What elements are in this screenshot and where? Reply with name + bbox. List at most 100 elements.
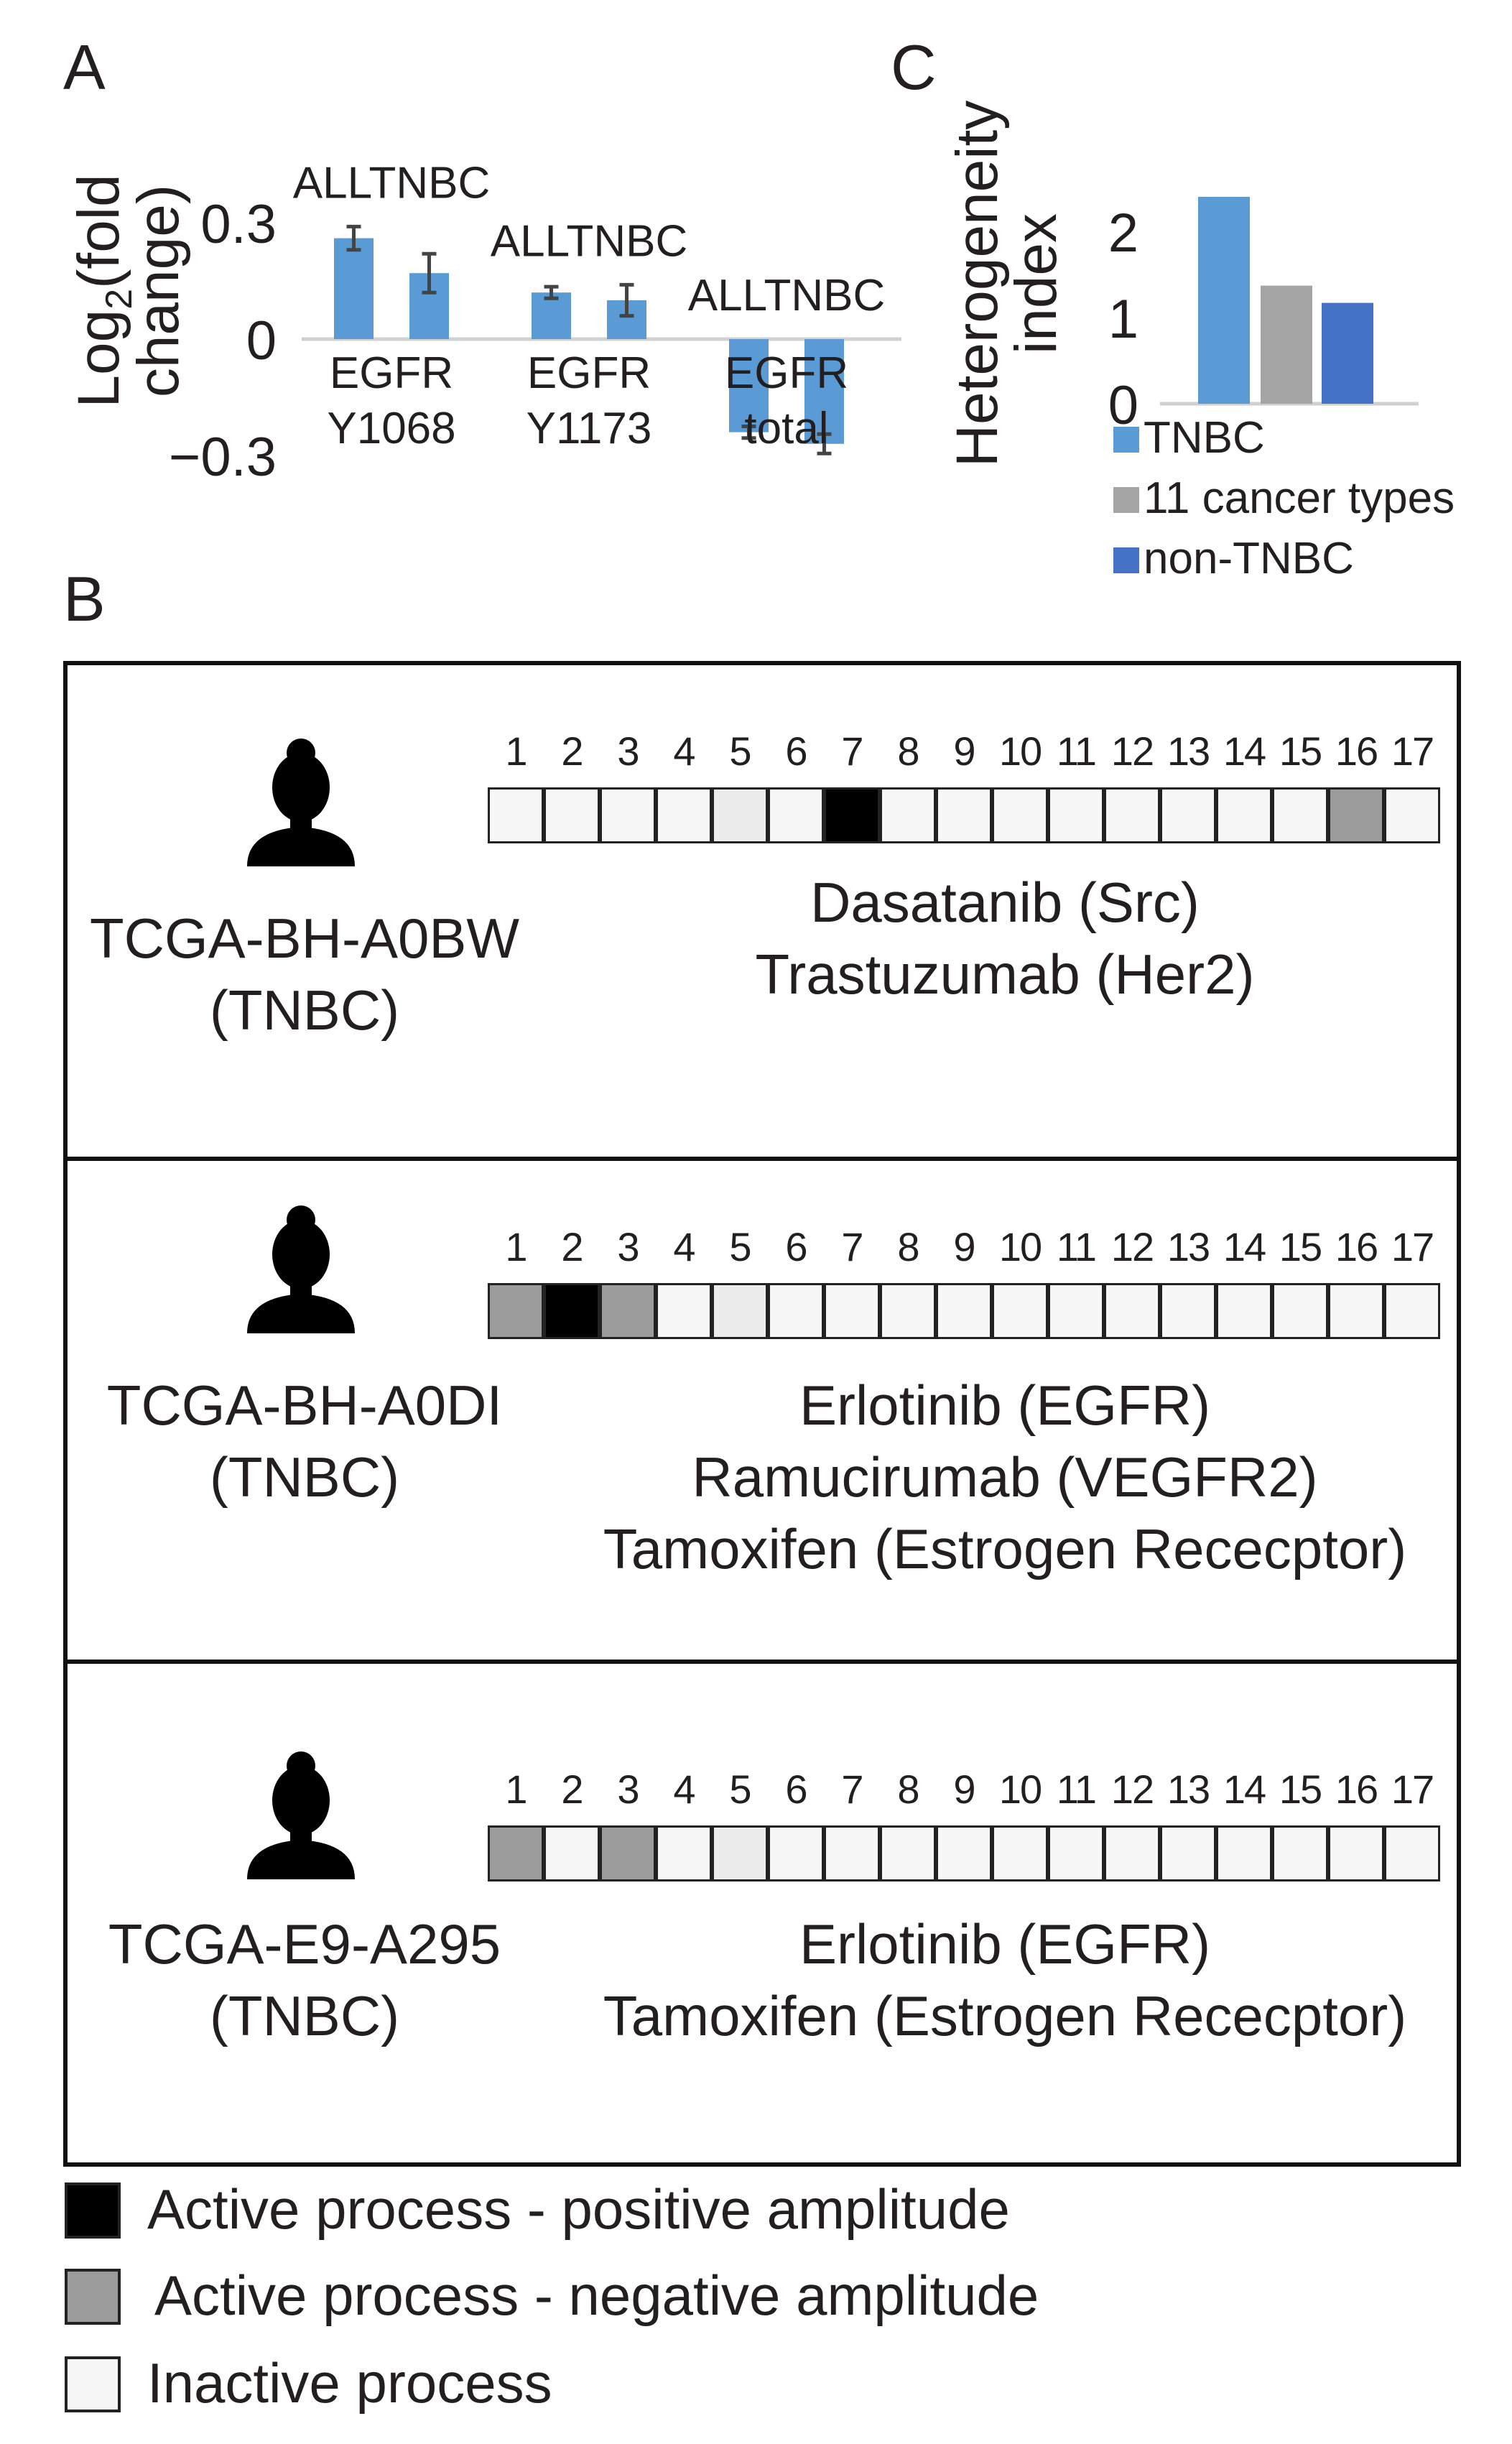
process-cell <box>992 1283 1048 1339</box>
drug-list: Dasatanib (Src) Trastuzumab (Her2) <box>542 866 1468 1010</box>
bar <box>729 339 769 432</box>
process-number: 7 <box>841 1767 863 1812</box>
process-cell <box>768 787 824 843</box>
process-number: 4 <box>673 728 695 774</box>
process-cell <box>880 1825 936 1881</box>
drug-item: Ramucirumab (VEGFR2) <box>692 1445 1318 1509</box>
process-cell <box>1160 1283 1216 1339</box>
category-label-line1: EGFR <box>330 348 453 398</box>
process-number: 2 <box>561 728 583 774</box>
process-cell <box>768 1283 824 1339</box>
process-cell <box>1328 1825 1384 1881</box>
process-number: 1 <box>505 1224 527 1269</box>
process-number: 10 <box>998 1224 1042 1269</box>
process-number: 7 <box>841 1224 863 1269</box>
process-number: 6 <box>785 728 807 774</box>
process-number: 11 <box>1056 728 1097 774</box>
patient-subtype: (TNBC) <box>209 978 400 1042</box>
panel-b-label: B <box>63 563 106 634</box>
process-cell <box>600 1825 656 1881</box>
process-number: 9 <box>953 1224 975 1269</box>
process-number: 12 <box>1110 1224 1154 1269</box>
process-number: 5 <box>729 728 751 774</box>
y-tick-label: 2 <box>1108 203 1138 264</box>
patient-id: TCGA-BH-A0BW <box>89 907 520 970</box>
patient-subtype: (TNBC) <box>209 1445 400 1509</box>
process-number: 5 <box>729 1224 751 1269</box>
patient-silhouette-icon <box>247 739 355 866</box>
process-number: 2 <box>561 1224 583 1269</box>
legend-label: Inactive process <box>147 2351 552 2415</box>
process-cell <box>1384 1283 1440 1339</box>
drug-item: Dasatanib (Src) <box>810 871 1200 934</box>
process-number: 1 <box>505 728 527 774</box>
process-cell <box>1272 1825 1328 1881</box>
process-cell <box>824 1825 880 1881</box>
process-number: 9 <box>953 1767 975 1812</box>
process-number: 14 <box>1223 1767 1266 1812</box>
category-label-line1: EGFR <box>725 348 848 398</box>
process-number: 10 <box>998 728 1042 774</box>
process-number: 17 <box>1391 728 1434 774</box>
process-cell <box>656 1825 712 1881</box>
process-number: 14 <box>1223 1224 1266 1269</box>
process-cell <box>712 787 768 843</box>
process-cell <box>1272 1283 1328 1339</box>
legend-swatch <box>1113 427 1139 453</box>
process-cell <box>656 1283 712 1339</box>
drug-item: Tamoxifen (Estrogen Rececptor) <box>603 1984 1407 2047</box>
process-cell <box>488 1283 544 1339</box>
category-label-line2: Y1173 <box>527 404 652 453</box>
process-cell <box>1384 1825 1440 1881</box>
legend-label: TNBC <box>1144 413 1265 463</box>
bar-labels: ALLTNBC <box>688 271 886 320</box>
bar-labels: ALLTNBC <box>293 158 491 208</box>
process-cell <box>488 1825 544 1881</box>
legend-swatch <box>65 2183 121 2239</box>
process-number: 12 <box>1110 1767 1154 1812</box>
process-cell <box>880 1283 936 1339</box>
y-axis-label: Log2(fold <box>66 174 140 407</box>
process-number: 16 <box>1335 728 1378 774</box>
process-number: 3 <box>617 1767 639 1812</box>
category-label-line2: Y1068 <box>327 404 455 453</box>
process-cell <box>936 1825 992 1881</box>
process-number: 7 <box>841 728 863 774</box>
process-number: 6 <box>785 1224 807 1269</box>
process-cell <box>1384 787 1440 843</box>
process-number: 2 <box>561 1767 583 1812</box>
process-number: 10 <box>998 1767 1042 1812</box>
process-cell <box>656 787 712 843</box>
legend-swatch <box>1113 487 1139 513</box>
patient-subtype: (TNBC) <box>209 1984 400 2047</box>
process-cell <box>1328 787 1384 843</box>
process-number: 17 <box>1391 1224 1434 1269</box>
y-axis-label-line2: change) <box>126 185 191 397</box>
drug-item: Erlotinib (EGFR) <box>799 1912 1211 1976</box>
process-number: 16 <box>1335 1767 1378 1812</box>
legend-label: 11 cancer types <box>1144 473 1455 523</box>
process-cell <box>1216 1825 1272 1881</box>
process-cell <box>1048 1283 1104 1339</box>
legend-swatch <box>65 2356 121 2412</box>
legend-swatch <box>65 2269 121 2325</box>
process-number: 13 <box>1167 1224 1210 1269</box>
bar <box>1322 302 1373 404</box>
y-tick-label: 1 <box>1108 289 1138 350</box>
patient-id: TCGA-BH-A0DI <box>106 1374 503 1437</box>
process-cell <box>1216 787 1272 843</box>
legend-label: Active process - negative amplitude <box>154 2264 1039 2327</box>
patient-id: TCGA-E9-A295 <box>108 1912 501 1976</box>
process-cell <box>1216 1283 1272 1339</box>
process-number: 13 <box>1167 1767 1210 1812</box>
patient-silhouette-icon <box>247 1751 355 1879</box>
process-cell <box>544 1825 600 1881</box>
drug-item: Tamoxifen (Estrogen Rececptor) <box>603 1517 1407 1580</box>
process-number: 14 <box>1223 728 1266 774</box>
drug-item: Erlotinib (EGFR) <box>799 1374 1211 1437</box>
fold-change-bar-chart: Log2(fold change) 0.30−0.3 ALLTNBCEGFRY1… <box>66 158 901 488</box>
